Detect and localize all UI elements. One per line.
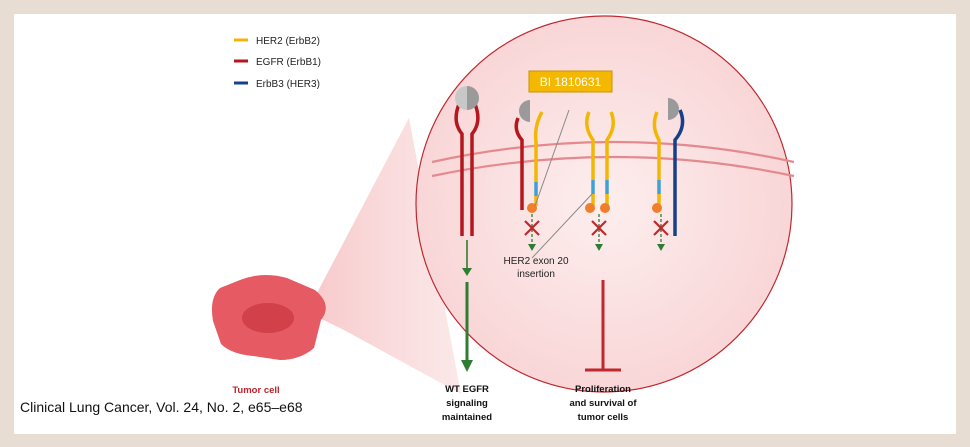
egfr-monomer-right	[470, 103, 480, 236]
inhibition-x-icon	[653, 220, 669, 236]
cell-membrane	[431, 140, 795, 178]
legend-label-erbb3: ErbB3 (HER3)	[256, 79, 320, 90]
tumor-cell-nucleus	[242, 303, 294, 333]
tumor-cell-label: Tumor cell	[232, 385, 279, 396]
ligand-icon	[467, 86, 479, 110]
legend: HER2 (ErbB2) EGFR (ErbB1) ErbB3 (HER3)	[234, 36, 321, 90]
insertion-label-line1: HER2 exon 20	[503, 256, 568, 267]
tumor-cell: Tumor cell	[211, 274, 326, 396]
drug-pointer-line	[534, 109, 570, 207]
prolif-label-line3: tumor cells	[578, 412, 629, 423]
phospho-site	[652, 203, 662, 213]
ligand-icon	[519, 100, 530, 122]
insertion-callout: HER2 exon 20 insertion	[503, 193, 593, 280]
wt-label-line3: maintained	[442, 412, 492, 423]
figure-panel: HER2 (ErbB2) EGFR (ErbB1) ErbB3 (HER3)	[14, 14, 956, 434]
wt-label-line1: WT EGFR	[445, 384, 489, 395]
her2-monomer	[652, 111, 661, 180]
her2-homodimer	[585, 111, 615, 251]
inhibition-x-icon	[524, 220, 540, 236]
wt-label-line2: signaling	[446, 398, 488, 409]
her2-monomer-left	[585, 111, 595, 180]
her2-monomer-right	[605, 111, 615, 180]
inhibition-x-icon	[591, 220, 607, 236]
legend-item-her2: HER2 (ErbB2)	[234, 36, 320, 47]
drug-callout: BI 1810631	[528, 70, 613, 207]
phospho-site	[527, 203, 537, 213]
insertion-label-line2: insertion	[517, 269, 555, 280]
drug-label-box	[528, 70, 613, 93]
phospho-site	[585, 203, 595, 213]
insertion-pointer-line	[531, 193, 593, 259]
mechanism-diagram: HER2 (ErbB2) EGFR (ErbB1) ErbB3 (HER3)	[20, 15, 795, 423]
drug-label: BI 1810631	[540, 75, 602, 89]
legend-label-her2: HER2 (ErbB2)	[256, 36, 320, 47]
erbb3-monomer	[673, 109, 685, 236]
wt-signaling-outcome: WT EGFR signaling maintained	[442, 282, 492, 423]
her2-monomer	[533, 111, 544, 182]
prolif-label-line1: Proliferation	[575, 384, 631, 395]
proliferation-outcome: Proliferation and survival of tumor cell…	[569, 280, 637, 423]
ligand-icon	[668, 98, 679, 120]
phospho-site	[600, 203, 610, 213]
magnification-cone	[307, 118, 461, 394]
legend-label-egfr: EGFR (ErbB1)	[256, 57, 321, 68]
her2-erbb3-heterodimer	[652, 98, 685, 251]
prolif-label-line2: and survival of	[569, 398, 637, 409]
source-citation: Clinical Lung Cancer, Vol. 24, No. 2, e6…	[20, 399, 303, 415]
egfr-monomer	[514, 117, 524, 210]
egfr-homodimer	[454, 86, 480, 276]
egfr-monomer-left	[454, 103, 464, 236]
legend-item-erbb3: ErbB3 (HER3)	[234, 79, 320, 90]
legend-item-egfr: EGFR (ErbB1)	[234, 57, 321, 68]
egfr-her2-heterodimer	[514, 100, 544, 251]
